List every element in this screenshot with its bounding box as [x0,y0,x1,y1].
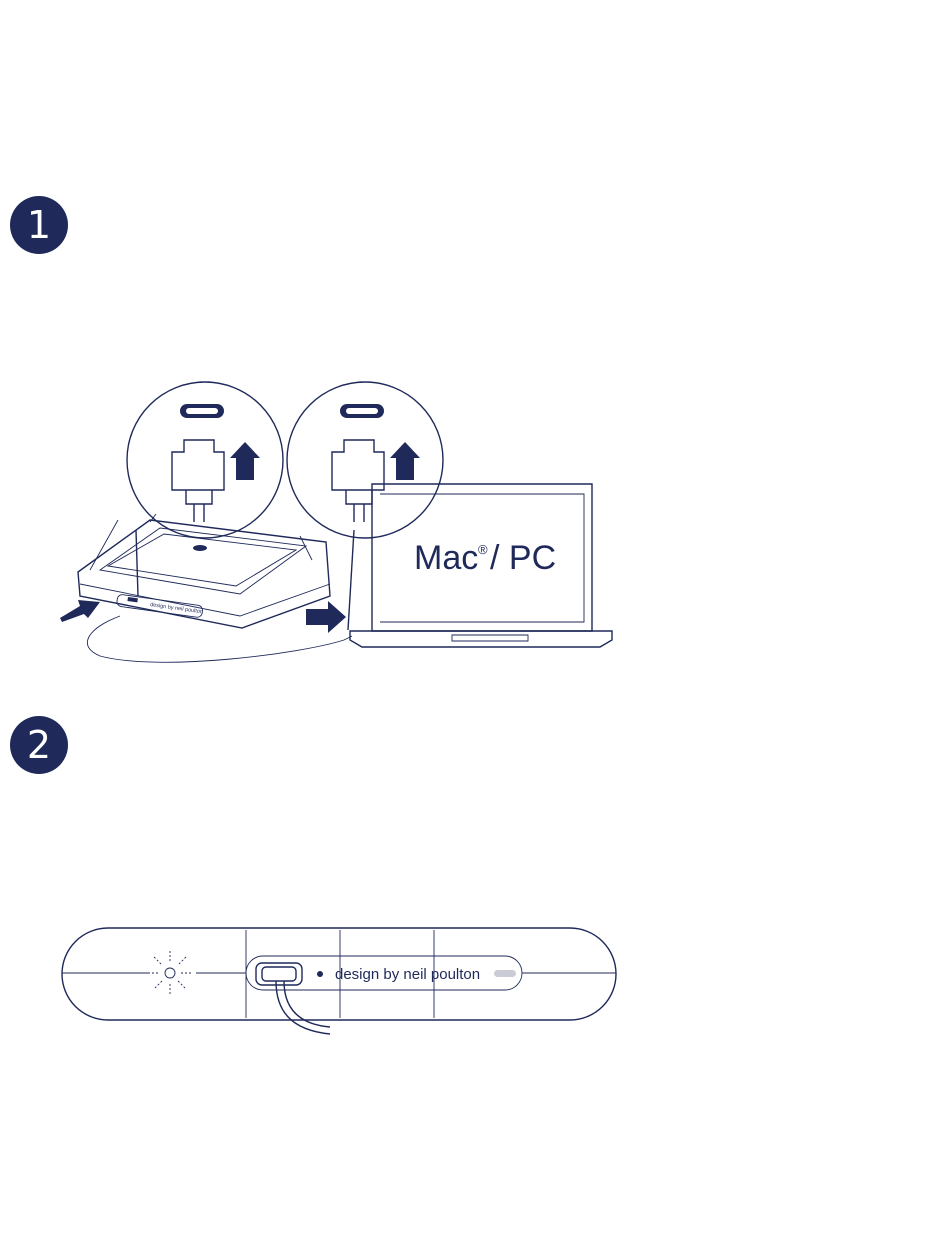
zoom-circle-drive [127,382,283,596]
zoom-circle-laptop [287,382,443,630]
drive-side-label: design by neil poulton [150,602,204,615]
arrow-into-laptop-icon [306,601,346,633]
arrow-up-drive-icon [230,442,260,480]
arrow-into-drive-icon [60,600,100,622]
screen-label-mac: Mac [414,539,478,577]
laptop-base [350,631,612,647]
callout-line-laptop [348,530,354,630]
laptop-trackpad [452,635,528,641]
screen-label-pc: / PC [490,539,556,577]
arrow-up-laptop-icon [390,442,420,480]
callout-line-drive [136,530,138,596]
registered-mark: ® [478,542,488,557]
drive-edge-lines [90,514,312,570]
drive-iso: design by neil poulton [78,514,330,628]
laptop: Mac ® / PC [350,484,612,647]
drive-usb-port [127,597,137,602]
cable-plug-end [344,636,352,640]
laptop-lid [372,484,592,631]
usb-c-plug-laptop-icon [332,440,384,490]
drive-top-view: design by neil poulton [62,928,616,1034]
led-glow-icon [148,951,192,995]
usb-c-plug-drive-icon [172,440,224,490]
drive-body [78,520,330,628]
drive-top-label: design by neil poulton [335,966,480,983]
drive-logo-dot [193,545,207,551]
led-stub [494,970,516,977]
drive-indicator-dot [317,971,323,977]
usb-plug-top-icon [262,967,296,981]
